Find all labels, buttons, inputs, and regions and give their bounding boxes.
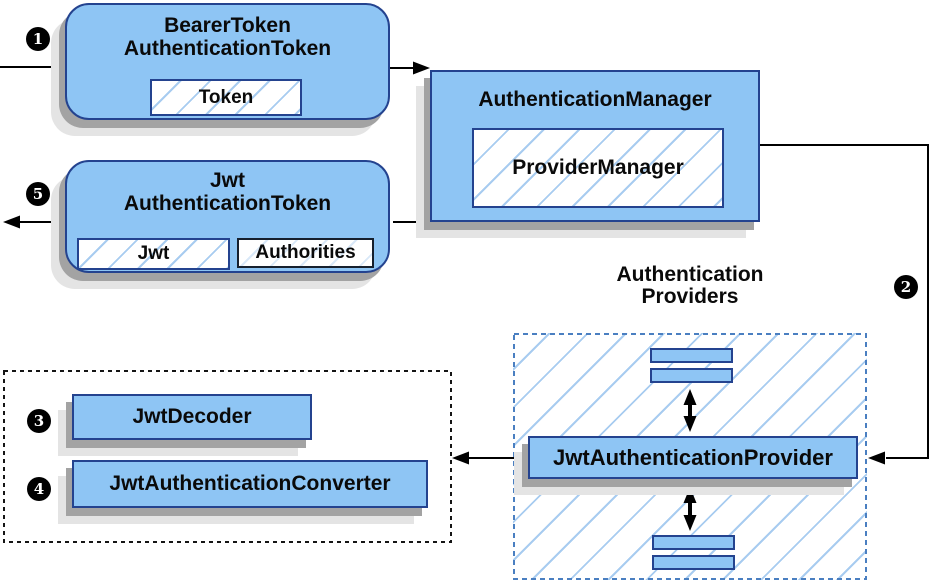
node-bearer-token-authentication-token: BearerToken AuthenticationToken Token	[65, 3, 390, 120]
jwt-token-title-line1: Jwt	[209, 169, 245, 192]
node-jwt-authentication-converter: JwtAuthenticationConverter	[72, 460, 428, 508]
jwt-decoder-label: JwtDecoder	[132, 405, 252, 428]
manager-to-provider-arrowhead	[868, 451, 885, 465]
token-field-label: Token	[198, 86, 254, 108]
node-authentication-manager: AuthenticationManager ProviderManager	[430, 70, 760, 222]
authentication-manager-title: AuthenticationManager	[478, 88, 712, 111]
provider-manager-chip: ProviderManager	[472, 128, 724, 208]
authorities-field-label: Authorities	[255, 242, 356, 263]
providers-group-label-line2: Providers	[641, 285, 739, 308]
jwt-field-label: Jwt	[137, 243, 170, 264]
node-title: Jwt AuthenticationToken	[67, 162, 388, 215]
provider-placeholder-bar	[650, 368, 733, 383]
step-badge-5: 5	[26, 182, 50, 206]
jwt-field-chip: Jwt	[77, 238, 230, 270]
step-badge-1: 1	[26, 27, 50, 51]
provider-placeholder-bar	[652, 535, 735, 550]
step-badge-2: 2	[894, 275, 918, 299]
node-jwt-authentication-provider: JwtAuthenticationProvider	[528, 436, 858, 479]
authorities-field-chip: Authorities	[237, 238, 374, 268]
providers-group-label-line1: Authentication	[616, 263, 764, 286]
token-field-chip: Token	[150, 79, 302, 116]
provider-to-decoder-arrowhead	[452, 451, 469, 465]
jwt-authentication-provider-label: JwtAuthenticationProvider	[553, 444, 833, 470]
jwt-authentication-converter-label: JwtAuthenticationConverter	[109, 472, 391, 495]
bearer-to-manager-arrowhead	[413, 61, 430, 75]
bearer-token-title-line1: BearerToken	[164, 14, 291, 37]
node-jwt-authentication-token: Jwt AuthenticationToken Jwt Authorities	[65, 160, 390, 273]
step-badge-3: 3	[27, 409, 51, 433]
providers-group-label: Authentication Providers	[580, 264, 800, 308]
provider-manager-label: ProviderManager	[512, 156, 684, 179]
step-badge-4: 4	[27, 477, 51, 501]
outgoing-success-arrowhead	[3, 215, 20, 229]
provider-placeholder-bar	[652, 555, 735, 570]
provider-placeholder-bar	[650, 348, 733, 363]
node-jwt-decoder: JwtDecoder	[72, 394, 312, 440]
jwt-token-title-line2: AuthenticationToken	[123, 192, 332, 215]
node-title: BearerToken AuthenticationToken	[67, 5, 388, 60]
bearer-token-title-line2: AuthenticationToken	[123, 37, 332, 60]
